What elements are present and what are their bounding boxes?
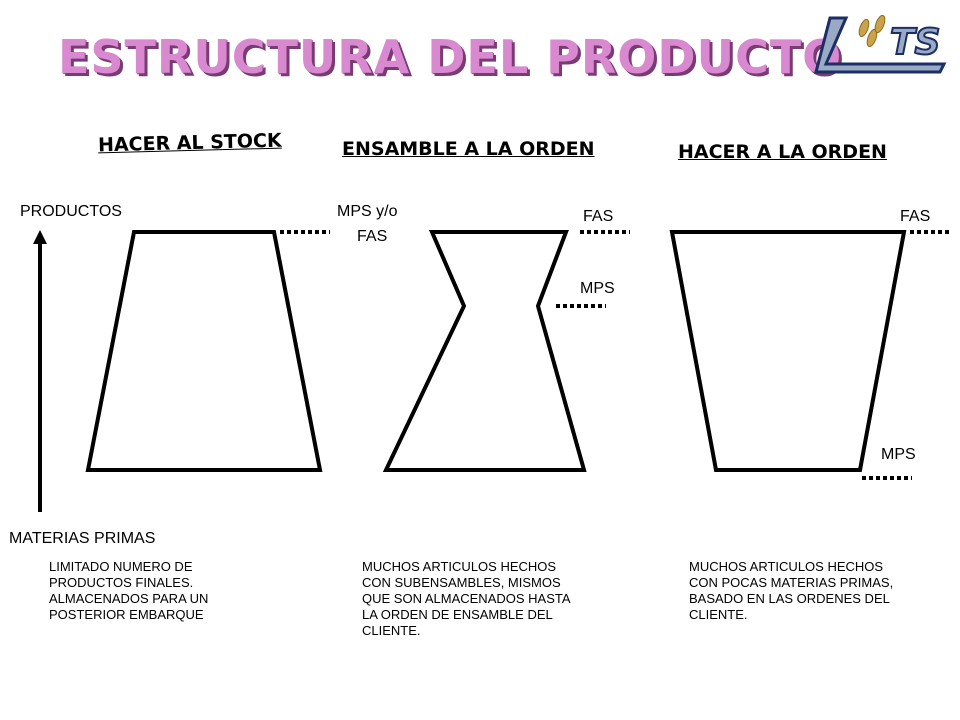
shape-make-to-stock xyxy=(85,230,323,472)
note-line: MUCHOS ARTICULOS HECHOS xyxy=(689,559,884,574)
note-line: CLIENTE. xyxy=(362,623,421,638)
axis-bottom-label: MATERIAS PRIMAS xyxy=(9,530,156,547)
note-hacer-al-stock: LIMITADO NUMERO DE PRODUCTOS FINALES. AL… xyxy=(49,559,319,623)
note-line: QUE SON ALMACENADOS HASTA xyxy=(362,591,571,606)
page-title: ESTRUCTURA DEL PRODUCTO xyxy=(58,30,843,84)
axis-top-label: PRODUCTOS xyxy=(20,203,122,220)
note-line: PRODUCTOS FINALES. xyxy=(49,575,194,590)
label-mps-ato: MPS xyxy=(580,280,615,297)
heading-ensamble-a-la-orden: ENSAMBLE A LA ORDEN xyxy=(342,138,595,160)
logo-text: TS xyxy=(890,22,940,63)
axis-arrowhead-icon xyxy=(33,230,47,244)
shape-make-to-order xyxy=(669,230,907,472)
label-fas-mto: FAS xyxy=(900,208,931,225)
note-hacer-a-la-orden: MUCHOS ARTICULOS HECHOS CON POCAS MATERI… xyxy=(689,559,959,623)
note-line: CLIENTE. xyxy=(689,607,748,622)
logo-l-mark xyxy=(814,16,947,74)
heading-hacer-a-la-orden: HACER A LA ORDEN xyxy=(678,141,887,163)
note-ensamble-a-la-orden: MUCHOS ARTICULOS HECHOS CON SUBENSAMBLES… xyxy=(362,559,632,639)
label-mps-fas-line1: MPS y/o xyxy=(337,203,398,220)
note-line: ALMACENADOS PARA UN xyxy=(49,591,209,606)
shape-assemble-to-order xyxy=(382,230,587,472)
label-fas-ato: FAS xyxy=(583,208,614,225)
note-line: CON SUBENSAMBLES, MISMOS xyxy=(362,575,561,590)
note-line: LA ORDEN DE ENSAMBLE DEL xyxy=(362,607,553,622)
label-mps-fas-line2: FAS xyxy=(357,228,388,245)
note-line: MUCHOS ARTICULOS HECHOS xyxy=(362,559,557,574)
note-line: POSTERIOR EMBARQUE xyxy=(49,607,204,622)
company-logo: TS xyxy=(814,14,947,74)
logo-wheat-icon xyxy=(858,14,886,48)
note-line: LIMITADO NUMERO DE xyxy=(49,559,193,574)
label-mps-mto: MPS xyxy=(881,446,916,463)
note-line: CON POCAS MATERIAS PRIMAS, xyxy=(689,575,894,590)
note-line: BASADO EN LAS ORDENES DEL xyxy=(689,591,890,606)
